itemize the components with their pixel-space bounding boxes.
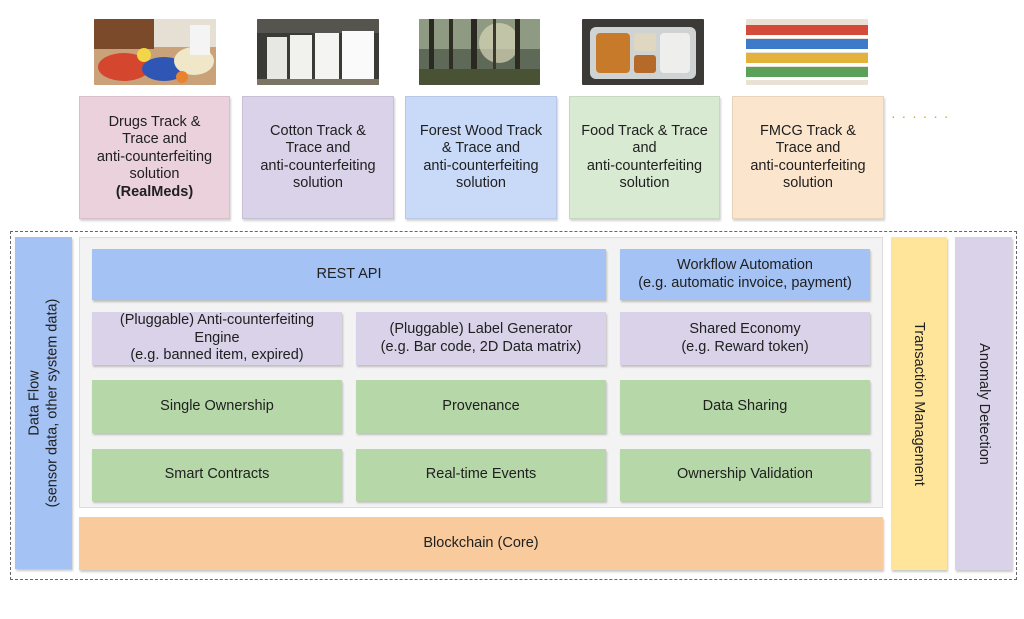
data-flow-bar: Data Flow (sensor data, other system dat…: [15, 237, 72, 569]
single-ownership-label: Single Ownership: [160, 397, 274, 414]
solution-line: & Trace and: [441, 140, 521, 156]
blockchain-core-label: Blockchain (Core): [423, 534, 539, 551]
engine-subtitle: (e.g. banned item, expired): [130, 347, 304, 364]
label-generator-title: (Pluggable) Label Generator: [389, 321, 573, 337]
transaction-management-bar: Transaction Management: [891, 237, 947, 570]
single-ownership-box: Single Ownership: [92, 380, 342, 433]
solution-line: solution: [456, 175, 506, 191]
solution-drugs: Drugs Track & Trace and anti-counterfeit…: [79, 96, 230, 219]
solution-line: FMCG Track &: [760, 122, 856, 139]
solution-line: Forest Wood Track: [419, 122, 543, 139]
engine-title: (Pluggable) Anti-counterfeiting: [119, 312, 315, 329]
label-generator-box: (Pluggable) Label Generator (e.g. Bar co…: [356, 312, 606, 365]
solution-line: anti-counterfeiting: [96, 148, 213, 165]
provenance-label: Provenance: [442, 397, 520, 414]
anomaly-detection-label: Anomaly Detection: [975, 342, 992, 465]
solution-line: solution: [619, 175, 670, 191]
solution-line: Trace and: [775, 140, 841, 156]
solution-cotton: Cotton Track & Trace and anti-counterfei…: [242, 96, 394, 219]
solution-line: Trace and: [285, 140, 351, 156]
anti-counterfeiting-engine-box: (Pluggable) Anti-counterfeiting Engine (…: [92, 312, 342, 365]
solution-line: anti-counterfeiting: [260, 157, 376, 174]
product-name: (RealMeds): [115, 183, 194, 200]
data-flow-subtitle: (sensor data, other system data): [44, 298, 61, 508]
food-image: [582, 19, 704, 85]
solution-line: anti-counterfeiting: [586, 157, 703, 174]
data-sharing-box: Data Sharing: [620, 380, 870, 433]
solution-line: Trace and: [122, 131, 187, 148]
blockchain-core-box: Blockchain (Core): [79, 517, 883, 570]
platform-frame: [10, 231, 1017, 580]
solution-line: solution: [293, 175, 343, 191]
workflow-automation-box: Workflow Automation (e.g. automatic invo…: [620, 249, 870, 300]
solution-line: Cotton Track &: [270, 122, 366, 139]
shared-economy-title: Shared Economy: [689, 321, 801, 337]
ownership-validation-label: Ownership Validation: [677, 466, 813, 483]
more-indicator: · · · · · ·: [891, 108, 950, 124]
smart-contracts-label: Smart Contracts: [164, 466, 270, 483]
ownership-validation-box: Ownership Validation: [620, 449, 870, 501]
solution-food: Food Track & Trace and anti-counterfeiti…: [569, 96, 720, 219]
solution-fmcg: FMCG Track & Trace and anti-counterfeiti…: [732, 96, 884, 219]
workflow-title: Workflow Automation: [677, 257, 813, 273]
cotton-image: [257, 19, 379, 85]
smart-contracts-box: Smart Contracts: [92, 449, 342, 501]
solution-line: Food Track & Trace: [581, 122, 708, 139]
solution-line: anti-counterfeiting: [750, 157, 866, 174]
solution-line: Drugs Track &: [108, 113, 201, 130]
solution-line: anti-counterfeiting: [423, 157, 539, 174]
realtime-events-box: Real-time Events: [356, 449, 606, 501]
label-generator-subtitle: (e.g. Bar code, 2D Data matrix): [380, 338, 582, 355]
drugs-image: [94, 19, 216, 85]
rest-api-label: REST API: [316, 265, 382, 282]
data-flow-title: Data Flow: [26, 370, 43, 436]
provenance-box: Provenance: [356, 380, 606, 433]
data-sharing-label: Data Sharing: [702, 397, 788, 414]
shared-economy-box: Shared Economy (e.g. Reward token): [620, 312, 870, 365]
solution-line: solution: [783, 175, 833, 191]
solution-line: solution: [129, 166, 180, 183]
forest-image: [419, 19, 540, 85]
workflow-subtitle: (e.g. automatic invoice, payment): [638, 274, 852, 291]
shared-economy-subtitle: (e.g. Reward token): [681, 338, 809, 355]
solution-forest-wood: Forest Wood Track & Trace and anti-count…: [405, 96, 557, 219]
fmcg-image: [746, 19, 868, 85]
rest-api-box: REST API: [92, 249, 606, 300]
transaction-management-label: Transaction Management: [911, 321, 928, 486]
engine-title-2: Engine: [194, 329, 240, 346]
solution-line: and: [632, 140, 657, 156]
realtime-events-label: Real-time Events: [425, 466, 537, 483]
anomaly-detection-bar: Anomaly Detection: [955, 237, 1012, 570]
